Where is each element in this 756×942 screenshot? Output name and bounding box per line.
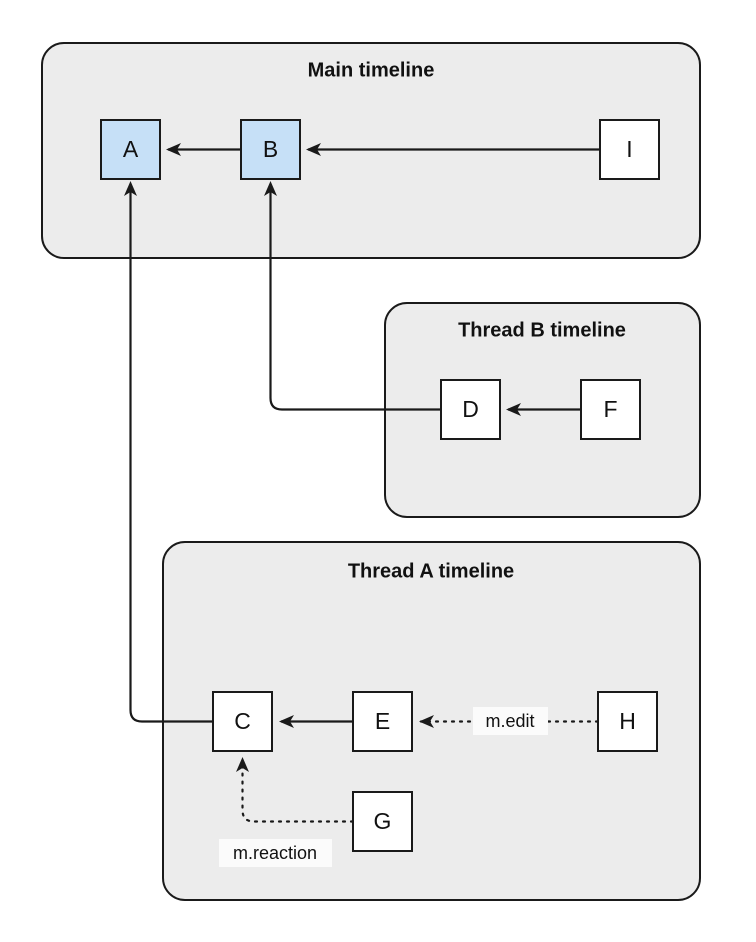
- node-g-rect: [352, 791, 413, 852]
- node-c-rect: [212, 691, 273, 752]
- node-a[interactable]: A: [100, 119, 161, 180]
- node-i-label: I: [626, 136, 632, 162]
- arrowhead-into-a-from-c: [124, 181, 137, 196]
- node-f-rect: [580, 379, 641, 440]
- edge-label-m-reaction: m.reaction: [233, 843, 317, 863]
- container-thread-a-timeline-title: Thread A timeline: [348, 560, 514, 582]
- node-f[interactable]: F: [580, 379, 641, 440]
- node-e[interactable]: E: [352, 691, 413, 752]
- container-main-timeline-title: Main timeline: [308, 59, 435, 81]
- node-d-label: D: [462, 396, 479, 422]
- node-b[interactable]: B: [240, 119, 301, 180]
- node-b-rect: [240, 119, 301, 180]
- arrowhead-into-b-from-i: [306, 143, 321, 156]
- arrowhead-into-a-from-b: [166, 143, 181, 156]
- arrowhead-into-d-from-f: [506, 403, 521, 416]
- node-h-label: H: [619, 708, 636, 734]
- node-h[interactable]: H: [597, 691, 658, 752]
- edge-label-m-edit-bg: [473, 707, 548, 735]
- container-thread-b-timeline-title: Thread B timeline: [458, 319, 626, 341]
- arrowhead-into-b-from-d: [264, 181, 277, 196]
- arrowhead-into-c-from-g: [236, 757, 249, 772]
- edge-d-to-b[interactable]: [269, 187, 442, 411]
- node-a-rect: [100, 119, 161, 180]
- node-c[interactable]: C: [212, 691, 273, 752]
- container-group: Main timeline Thread B timeline Thread A…: [41, 42, 701, 901]
- edge-label-m-edit: m.edit: [485, 711, 534, 731]
- node-c-label: C: [234, 708, 251, 734]
- node-b-label: B: [263, 136, 278, 162]
- arrowhead-into-e-from-h: [419, 715, 434, 728]
- edge-c-to-a[interactable]: [129, 187, 214, 723]
- edge-group: m.edit m.reaction: [124, 143, 600, 867]
- edge-g-to-c[interactable]: [241, 761, 355, 823]
- node-g[interactable]: G: [352, 791, 413, 852]
- node-f-label: F: [603, 396, 617, 422]
- arrowhead-into-c-from-e: [279, 715, 294, 728]
- node-d[interactable]: D: [440, 379, 501, 440]
- node-e-label: E: [375, 708, 390, 734]
- node-group: A B I D F C: [100, 119, 660, 852]
- edge-label-m-reaction-bg: [219, 839, 332, 867]
- node-d-rect: [440, 379, 501, 440]
- node-i[interactable]: I: [599, 119, 660, 180]
- node-g-label: G: [374, 808, 392, 834]
- node-i-rect: [599, 119, 660, 180]
- node-e-rect: [352, 691, 413, 752]
- node-a-label: A: [123, 136, 139, 162]
- node-h-rect: [597, 691, 658, 752]
